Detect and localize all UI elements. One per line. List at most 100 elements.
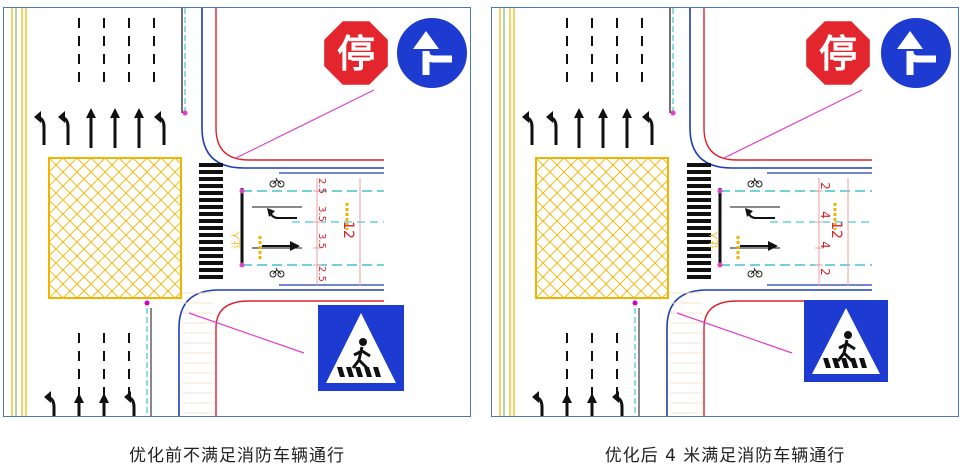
turn-left-sign-icon <box>395 16 469 90</box>
hatch-line <box>633 263 668 298</box>
arrow-straight-icon <box>740 241 778 251</box>
hatch-line <box>704 158 844 298</box>
dimension-label: 4 <box>818 241 832 249</box>
hatch-line <box>49 158 176 285</box>
arrow-left-turn-icon <box>546 111 558 145</box>
arrow-left-turn-icon <box>522 111 534 145</box>
arrow-left-turn-icon <box>532 391 544 416</box>
hatch-line <box>536 158 607 229</box>
hatch-line <box>536 158 565 187</box>
hatch-line <box>104 221 181 298</box>
marker-dot <box>632 300 638 306</box>
marker-dot <box>144 300 150 306</box>
hatch-line <box>49 158 120 229</box>
leader-line <box>188 312 305 354</box>
stop-sign-icon: 停 <box>321 18 391 88</box>
hatch-line <box>287 158 427 298</box>
total-width-label: 12 <box>828 221 844 239</box>
marker-dot <box>239 262 245 268</box>
arrow-straight-icon <box>86 108 96 148</box>
bicycle-icon <box>269 177 285 188</box>
hatch-line <box>132 158 181 207</box>
hatch-line <box>536 158 579 201</box>
stop-sign-text: 停 <box>337 32 375 76</box>
marker-dot <box>670 110 676 116</box>
hatch-line <box>619 158 668 207</box>
hatch-line <box>76 193 181 298</box>
hatch-line <box>802 158 942 298</box>
hatch-line <box>315 158 455 298</box>
hatch-line <box>49 227 120 298</box>
hatch-line <box>49 158 64 173</box>
hatch-line <box>536 158 593 215</box>
bicycle-icon <box>269 267 285 278</box>
arrow-straight-icon <box>587 393 597 416</box>
hatch-line <box>577 207 668 298</box>
pedestrian-crossing-sign-icon <box>804 300 888 382</box>
hatch-line <box>49 283 64 298</box>
hatch-line <box>536 158 621 243</box>
hatch-lines <box>49 158 455 298</box>
hatch-line <box>49 158 78 187</box>
hatch-line <box>732 158 872 298</box>
curb-red-south <box>215 300 384 416</box>
hatch-line <box>49 158 134 243</box>
hatch-line <box>536 283 551 298</box>
dimension-label: 2.5 <box>316 178 327 194</box>
arrow-left-turn-icon <box>34 111 46 145</box>
hatch-line <box>315 158 455 298</box>
dimension-label: 2 <box>818 182 832 190</box>
leader-line <box>723 89 863 159</box>
hatch-line <box>174 158 181 165</box>
bicycle-icon <box>747 177 763 188</box>
dimension-label: 4 <box>818 211 832 219</box>
hatch-line <box>704 158 844 298</box>
arrow-straight-icon <box>598 108 608 148</box>
hatch-lines <box>536 158 942 298</box>
hatch-line <box>245 158 385 298</box>
dimension-label: 2.5 <box>316 266 327 282</box>
marker-dot <box>239 188 245 194</box>
arrow-straight-icon <box>134 108 144 148</box>
hatch-line <box>549 179 668 298</box>
hatch-line <box>245 158 385 298</box>
hatch-line <box>591 221 668 298</box>
hatch-line <box>49 158 106 215</box>
hatch-line <box>174 291 181 298</box>
dimension-label: 2 <box>818 268 832 276</box>
hatch-line <box>536 227 607 298</box>
hatch-line <box>605 158 668 221</box>
hatch-line <box>563 193 668 298</box>
hatch-line <box>605 235 668 298</box>
arrow-left-turn-icon <box>124 391 136 416</box>
arrow-left-turn-icon <box>154 111 166 145</box>
arrow-left-turn-icon <box>642 111 654 145</box>
hatch-line <box>619 249 668 298</box>
hatch-line <box>661 291 668 298</box>
hatch-line <box>536 269 565 298</box>
dimension-label: 3.5 <box>316 233 327 249</box>
hatch-line <box>49 158 92 201</box>
stop-sign-icon: 停 <box>803 18 873 88</box>
hatch-line <box>49 241 106 298</box>
arrow-straight-icon <box>74 393 84 416</box>
dimension-label: 3.5 <box>316 206 327 222</box>
arrow-straight-icon <box>562 393 572 416</box>
marker-dot <box>182 110 188 116</box>
hatch-line <box>536 241 593 298</box>
arrow-straight-icon <box>622 108 632 148</box>
curb-line-south <box>178 289 384 416</box>
hatch-line <box>536 158 551 173</box>
yield-text: 让人 <box>231 231 242 249</box>
curb-red-north <box>703 8 872 161</box>
marker-dot <box>717 262 723 268</box>
hatch-line <box>217 158 357 298</box>
hatch-line <box>49 255 92 298</box>
leader-line <box>676 312 793 354</box>
turn-left-sign-icon <box>879 16 953 90</box>
hatch-line <box>661 158 668 165</box>
arrow-straight-icon <box>574 108 584 148</box>
hatch-line <box>788 158 928 298</box>
